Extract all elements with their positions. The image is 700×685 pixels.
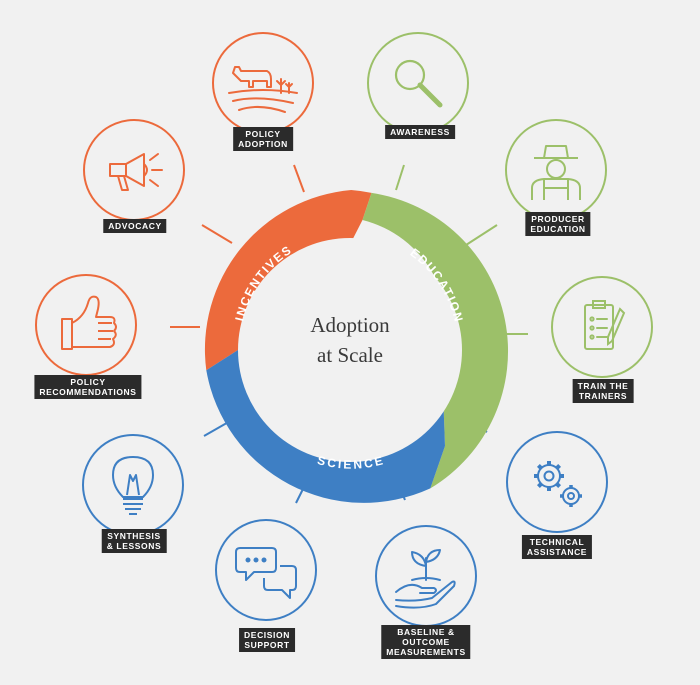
spoke-policy-adoption — [293, 164, 305, 193]
label-line: OUTCOME — [402, 637, 450, 647]
icon-circle-policy-recommendations — [35, 274, 137, 376]
label-line: & LESSONS — [106, 541, 162, 551]
label-line: ADOPTION — [238, 139, 288, 149]
label-line: BASELINE & — [397, 627, 455, 637]
thumbs-up-icon — [61, 295, 117, 350]
spoke-advocacy — [201, 224, 233, 244]
icon-circle-synthesis-lessons — [82, 434, 184, 536]
icon-circle-producer-education — [505, 119, 607, 221]
icon-circle-advocacy — [83, 119, 185, 221]
icon-circle-awareness — [367, 32, 469, 134]
megaphone-icon — [109, 153, 163, 191]
magnifier-icon — [394, 59, 443, 108]
label-line: EDUCATION — [530, 224, 586, 234]
spoke-producer-education — [465, 224, 498, 246]
spoke-awareness — [395, 164, 405, 191]
label-advocacy: ADVOCACY — [103, 219, 167, 233]
label-line: PRODUCER — [531, 214, 585, 224]
ring-segment-science — [206, 349, 445, 503]
icon-circles — [35, 32, 653, 627]
farmer-icon — [531, 145, 581, 200]
label-synthesis-lessons: SYNTHESIS& LESSONS — [101, 529, 167, 553]
label-line: TRAIN THE — [577, 381, 629, 391]
label-line: SUPPORT — [244, 640, 290, 650]
label-line: TRAINERS — [578, 391, 628, 401]
label-line: ADVOCACY — [108, 221, 162, 231]
label-line: SYNTHESIS — [107, 531, 161, 541]
ring-segment-incentives — [204, 190, 372, 371]
label-line: MEASUREMENTS — [386, 647, 466, 657]
label-line: POLICY — [70, 377, 106, 387]
chat-bubbles-icon — [235, 547, 297, 599]
hand-sprout-icon — [395, 549, 456, 609]
center-title-line1: Adoption — [310, 313, 390, 337]
label-line: TECHNICAL — [529, 537, 585, 547]
label-line: POLICY — [245, 129, 281, 139]
label-awareness: AWARENESS — [385, 125, 455, 139]
label-line: DECISION — [244, 630, 290, 640]
gears-icon — [534, 461, 582, 507]
icon-circle-technical-assistance — [506, 431, 608, 533]
lightbulb-icon — [112, 456, 154, 515]
cow-field-icon — [228, 66, 298, 113]
icon-circle-policy-adoption — [212, 32, 314, 134]
icon-circle-decision-support — [215, 519, 317, 621]
label-line: RECOMMENDATIONS — [39, 387, 137, 397]
center-disc — [238, 238, 462, 462]
ring-segment-education — [362, 192, 509, 489]
clipboard-icon — [584, 300, 626, 350]
ring-label-science: SCIENCE — [316, 453, 386, 472]
label-line: AWARENESS — [390, 127, 450, 137]
center-title-line2: at Scale — [317, 343, 383, 367]
label-line: ASSISTANCE — [526, 547, 588, 557]
